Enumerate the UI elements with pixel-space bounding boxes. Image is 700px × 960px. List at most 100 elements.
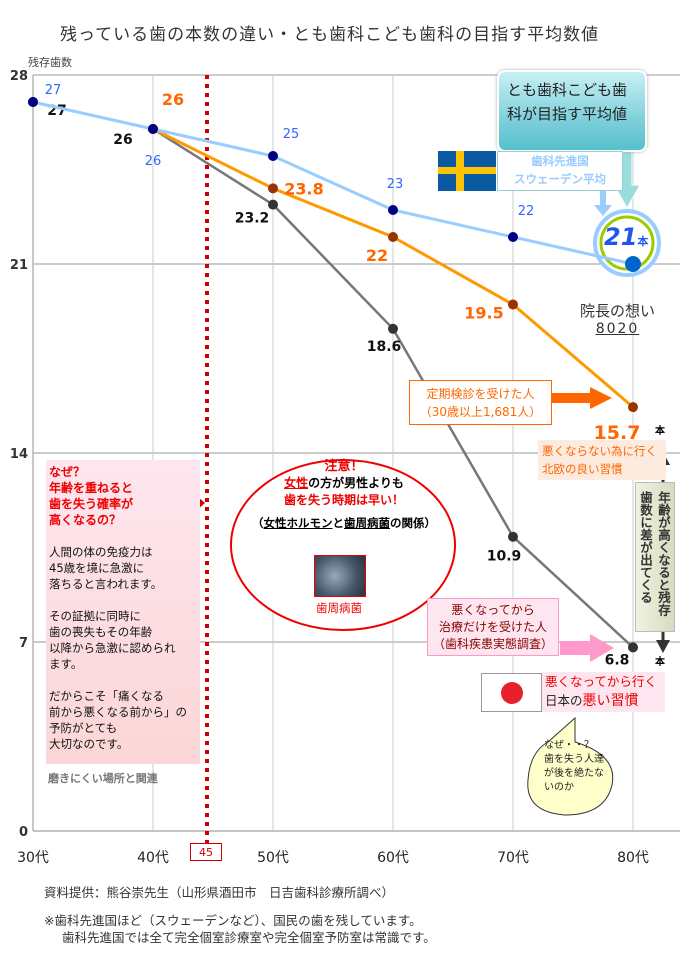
- data-point: [388, 232, 398, 242]
- japan-1: 悪くなってから行く: [545, 674, 657, 689]
- x-tick-label: 70代: [497, 850, 529, 866]
- why-body-line: だからこそ「痛くなる: [49, 689, 164, 703]
- footnote-2: 歯科先進国では全て完全個室診療室や完全個室予防室は常識です。: [62, 930, 436, 945]
- data-point: [388, 323, 398, 334]
- treat-1: 悪くなってから: [451, 603, 535, 617]
- chart-title: 残っている歯の本数の違い・とも歯科こども歯科の目指す平均数値: [60, 25, 600, 45]
- japan-flag-icon: [481, 673, 542, 712]
- regular-1: 定期検診を受けた人: [426, 387, 535, 401]
- bubble-3: が後を絶たな: [544, 768, 604, 779]
- data-point: [268, 183, 278, 194]
- target-number: 21: [604, 223, 638, 251]
- data-label: 26: [113, 132, 132, 148]
- age-45-marker: 45: [190, 843, 222, 861]
- why-body-line: 人間の体の免疫力は: [49, 545, 153, 559]
- y-tick-label: 14: [10, 447, 28, 462]
- why-bubble: なぜ・・？ 歯を失う人達 が後を絶たな いのか: [528, 725, 618, 809]
- y-tick-label: 28: [10, 69, 28, 84]
- treat-3: （歯科疾患実態調査）: [432, 637, 553, 651]
- data-label: 27: [45, 83, 62, 98]
- tomo-target-callout: とも歯科こども歯科が目指す平均値: [497, 70, 647, 152]
- data-label: 22: [366, 246, 388, 265]
- data-point: [625, 256, 641, 272]
- paren-close: の関係）: [390, 516, 436, 530]
- why-body-line: 大切なのです。: [49, 737, 129, 751]
- data-point: [148, 124, 158, 134]
- why-body-line: 前から悪くなる前から」の: [49, 705, 187, 719]
- unit-6: 本: [655, 657, 665, 668]
- nordic-2: 北欧の良い習慣: [542, 462, 623, 476]
- data-point: [268, 151, 278, 161]
- data-label: 26: [145, 154, 162, 169]
- sweden-flag-icon: [438, 151, 496, 191]
- y-axis-label: 残存歯数: [28, 56, 72, 69]
- caution-label: 注意！: [324, 459, 364, 474]
- bubble-2: 歯を失う人達: [544, 754, 604, 765]
- treat-2: 治療だけを受けた人: [438, 620, 547, 634]
- data-label: 6.8: [605, 652, 630, 668]
- bacteria-caption: 歯周病菌: [316, 601, 362, 615]
- y-tick-label: 0: [19, 825, 28, 840]
- sweden-label: 歯科先進国スウェーデン平均: [497, 151, 623, 191]
- why-body-line: 予防がとても: [49, 721, 118, 735]
- data-label: 15.7: [594, 422, 641, 444]
- why-body-line: ます。: [49, 657, 83, 671]
- why-body-line: 以降から急激に認められ: [49, 641, 176, 655]
- why-body-line: 落ちると言われます。: [49, 577, 163, 591]
- data-point: [28, 97, 38, 107]
- why-body-line: 歯の喪失もその年齢: [49, 625, 153, 639]
- x-tick-label: 80代: [617, 850, 649, 866]
- bacteria-link[interactable]: 歯周病菌: [344, 516, 390, 530]
- to-text: と: [332, 516, 345, 530]
- caution-ellipse: [230, 459, 456, 631]
- data-point: [628, 402, 638, 413]
- y-tick-label: 7: [19, 636, 28, 651]
- nordic-1: 悪くならない為に行く: [542, 444, 657, 458]
- data-point: [388, 205, 398, 215]
- women-label: 女性: [284, 476, 309, 490]
- data-point: [628, 642, 638, 653]
- bubble-4: いのか: [544, 782, 574, 793]
- data-label: 18.6: [367, 339, 402, 355]
- regular-2: （30歳以上1,681人）: [419, 405, 542, 419]
- nordic-habit-label: 悪くならない為に行く北欧の良い習慣: [538, 440, 666, 480]
- why-title-line: 歯を失う確率が: [49, 497, 134, 511]
- women-caution-text: 注意！ 女性の方が男性よりも 歯を失う時期は早い！ （女性ホルモンと歯周病菌の関…: [234, 458, 454, 532]
- x-tick-label: 60代: [377, 850, 409, 866]
- data-label: 25: [283, 127, 300, 142]
- periodontal-bacteria-image[interactable]: [314, 555, 366, 597]
- pink-arrow: [560, 634, 614, 662]
- paren-open: （: [252, 516, 264, 530]
- data-label: 26: [162, 90, 184, 109]
- target-value: 21本: [604, 223, 648, 251]
- why-body-line: [49, 592, 197, 608]
- x-tick-label: 40代: [137, 850, 169, 866]
- director-wish-label: 院長の想い: [580, 302, 656, 320]
- treatment-only-label: 悪くなってから治療だけを受けた人 （歯科疾患実態調査）: [427, 598, 559, 656]
- why-title-line: なぜ？: [49, 465, 86, 479]
- regular-checkup-label: 定期検診を受けた人 （30歳以上1,681人）: [409, 380, 552, 425]
- japan-2a: 日本の: [545, 693, 583, 708]
- data-label: 19.5: [464, 304, 503, 323]
- why-body-line: その証拠に同時に: [49, 609, 141, 623]
- lose-early: 歯を失う時期は早い！: [283, 493, 404, 507]
- data-point: [508, 531, 518, 542]
- why-title-line: 年齢を重ねると: [49, 481, 134, 495]
- x-tick-label: 30代: [17, 850, 49, 866]
- data-label: 10.9: [487, 549, 522, 565]
- women-rest: の方が男性よりも: [308, 476, 404, 490]
- sweden-label-2: スウェーデン平均: [514, 172, 606, 186]
- japan-habit-label: 悪くなってから行く日本の悪い習慣: [542, 672, 665, 712]
- data-label: 23.2: [235, 211, 270, 227]
- series-line: [32, 100, 634, 266]
- hormone-link[interactable]: 女性ホルモン: [263, 516, 333, 530]
- why-body-line: [49, 672, 197, 688]
- sweden-arrow: [594, 190, 612, 216]
- sweden-label-1: 歯科先進国: [531, 154, 589, 168]
- unit-15: 本: [655, 426, 665, 437]
- data-point: [268, 199, 278, 210]
- data-label: 23.8: [284, 179, 323, 198]
